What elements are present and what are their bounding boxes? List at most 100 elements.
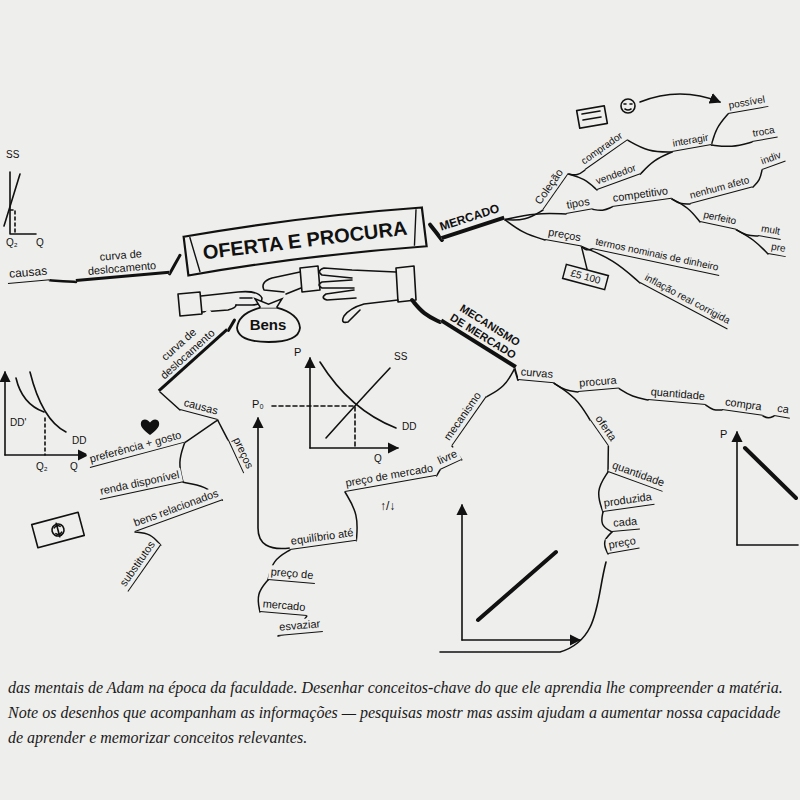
buyer-seller-doodles (577, 94, 720, 128)
heart-icon (142, 420, 159, 434)
branch-word: preço de mercado (342, 461, 436, 492)
supply-curve-graph (462, 639, 580, 641)
branch-line (706, 405, 722, 410)
supply-curve-graph (478, 552, 556, 620)
axis-label: SS (392, 351, 409, 364)
open-hand-drawing (396, 266, 416, 302)
branch-word: termos nominais de dinheiro (592, 235, 722, 275)
branch-line (437, 470, 440, 476)
branch-word: mercado (260, 597, 308, 616)
branch-word: quantidade (648, 385, 708, 405)
buyer-seller-doodles (624, 104, 632, 110)
branch-word: MERCADO (436, 202, 505, 240)
branch-word: MECANISMO DE MERCADO (440, 297, 531, 369)
bag-outline (237, 308, 300, 342)
buyer-seller-doodles (621, 99, 635, 113)
branch-word: mult (758, 222, 783, 239)
supply-demand-graph (326, 368, 390, 438)
axis-label: Q (68, 461, 80, 474)
branch-word: quantidade (608, 458, 668, 492)
mind-map-illustration (4, 94, 798, 652)
branch-line (218, 420, 228, 440)
demand-shift-graph (16, 378, 44, 412)
branch-line (711, 114, 728, 145)
branch-word: curva de deslocamento (73, 245, 169, 282)
branch-line (711, 142, 752, 146)
branch-word: Coleção (531, 165, 568, 210)
heart-icon (142, 420, 159, 434)
branch-word: preços (545, 225, 584, 246)
axis-label: Q (34, 237, 46, 250)
branch-word: competitivo (610, 184, 671, 207)
handshake-drawing (263, 272, 300, 292)
small-supply-graph (4, 172, 36, 234)
branch-line (619, 388, 648, 400)
branch-line (671, 199, 700, 222)
equilibrium-arrow (258, 418, 290, 549)
demand-curve-graph (737, 544, 798, 546)
buyer-seller-doodles (582, 111, 601, 120)
handshake-drawing (300, 266, 320, 292)
branch-word: possível (726, 93, 768, 113)
supply-curve-graph (440, 562, 606, 652)
branch-word: causas (180, 395, 221, 419)
branch-word: causas (7, 264, 50, 283)
branch-line (581, 246, 587, 269)
branch-word: preço (605, 534, 639, 554)
branch-word: compra (722, 395, 764, 415)
branch-line (412, 300, 440, 322)
small-supply-graph (4, 174, 20, 226)
handshake-drawing (240, 297, 252, 299)
branch-word: livre (434, 446, 462, 469)
branch-line (763, 416, 774, 418)
small-supply-graph (10, 172, 36, 234)
branch-line (160, 392, 180, 410)
branch-word: troca (750, 124, 778, 142)
axis-label: ↑/↓ (378, 500, 397, 515)
branch-line (628, 140, 672, 152)
branch-line (228, 320, 234, 330)
supply-curve-graph (440, 505, 606, 652)
buyer-seller-doodles (640, 94, 720, 102)
buyer-seller-doodles (577, 106, 608, 129)
branch-word: cada (611, 515, 640, 532)
branch-word: indiv (757, 148, 785, 169)
handshake-drawing (286, 288, 301, 294)
demand-curve-graph (745, 448, 796, 498)
supply-demand-graph (272, 358, 398, 448)
handshake-drawing (178, 292, 202, 316)
branch-word: pre (768, 240, 789, 256)
demand-shift-graph (5, 372, 88, 455)
branch-line (505, 214, 566, 220)
branch-word: comprador (577, 129, 627, 170)
demand-shift-graph (5, 454, 88, 456)
branch-line (185, 420, 218, 443)
demand-shift-graph (44, 418, 46, 455)
branch-line (640, 152, 672, 174)
box-outline (562, 264, 608, 289)
branch-word: substitutos (116, 537, 160, 592)
node-text: Bens (249, 316, 288, 333)
branch-word: preço de (268, 565, 316, 584)
banner-outline (183, 204, 426, 275)
branch-word: procura (577, 373, 619, 391)
branch-word: curva de deslocamento (140, 309, 228, 392)
banner-fold (190, 209, 421, 273)
open-hand-drawing (319, 280, 354, 288)
branch-word: mecanismo (440, 388, 487, 446)
branch-word: curvas (518, 365, 556, 383)
equilibrium-arrow (258, 418, 290, 549)
open-hand-drawing (323, 290, 356, 300)
branch-line (486, 369, 514, 397)
supply-demand-graph (310, 447, 398, 449)
branch-line (505, 220, 545, 240)
axis-label: P (718, 428, 729, 442)
axis-label: DD' (8, 417, 28, 430)
demand-shift-graph (30, 372, 66, 432)
goods-bag: Bens (235, 298, 302, 342)
axis-label: P (292, 346, 303, 360)
open-hand-drawing (319, 266, 416, 322)
money-note-icon (53, 522, 62, 537)
bag-knot (255, 299, 282, 308)
